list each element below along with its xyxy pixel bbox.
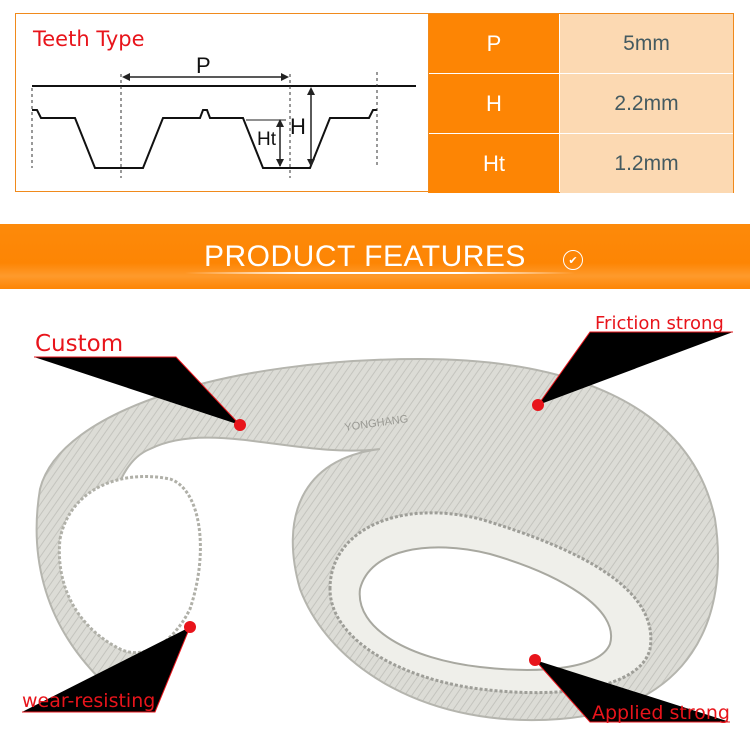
dimension-label-p: P xyxy=(196,53,211,78)
banner-underline xyxy=(185,272,575,274)
chevron-down-circle-icon: ✔ xyxy=(563,250,583,270)
dimension-label-h: H xyxy=(290,114,306,139)
belt-photo: YONGHANG xyxy=(22,331,733,723)
spec-key: Ht xyxy=(429,134,559,193)
product-features-banner xyxy=(0,224,750,289)
teeth-diagram-box xyxy=(15,13,428,192)
spec-row-p: P 5mm xyxy=(429,14,733,73)
callout-applied-strong: Applied strong xyxy=(592,702,730,724)
spec-row-h: H 2.2mm xyxy=(429,74,733,133)
callout-dot xyxy=(234,419,246,431)
callout-dot xyxy=(529,654,541,666)
teeth-type-title: Teeth Type xyxy=(33,27,145,51)
spec-table: P 5mm H 2.2mm Ht 1.2mm xyxy=(428,13,734,193)
spec-row-ht: Ht 1.2mm xyxy=(429,134,733,193)
spec-value: 1.2mm xyxy=(560,134,733,193)
callout-friction-strong: Friction strong xyxy=(595,313,724,334)
spec-value: 2.2mm xyxy=(560,74,733,133)
spec-key: H xyxy=(429,74,559,133)
spec-key: P xyxy=(429,14,559,73)
spec-value: 5mm xyxy=(560,14,733,73)
teeth-profile-diagram: P H Ht xyxy=(31,53,416,178)
callout-dot xyxy=(532,399,544,411)
banner-title: PRODUCT FEATURES xyxy=(204,240,526,273)
callout-custom: Custom xyxy=(35,331,124,357)
dimension-label-ht: Ht xyxy=(257,129,277,150)
callout-dot xyxy=(184,621,196,633)
callout-wear-resisting: wear-resisting xyxy=(22,690,156,712)
